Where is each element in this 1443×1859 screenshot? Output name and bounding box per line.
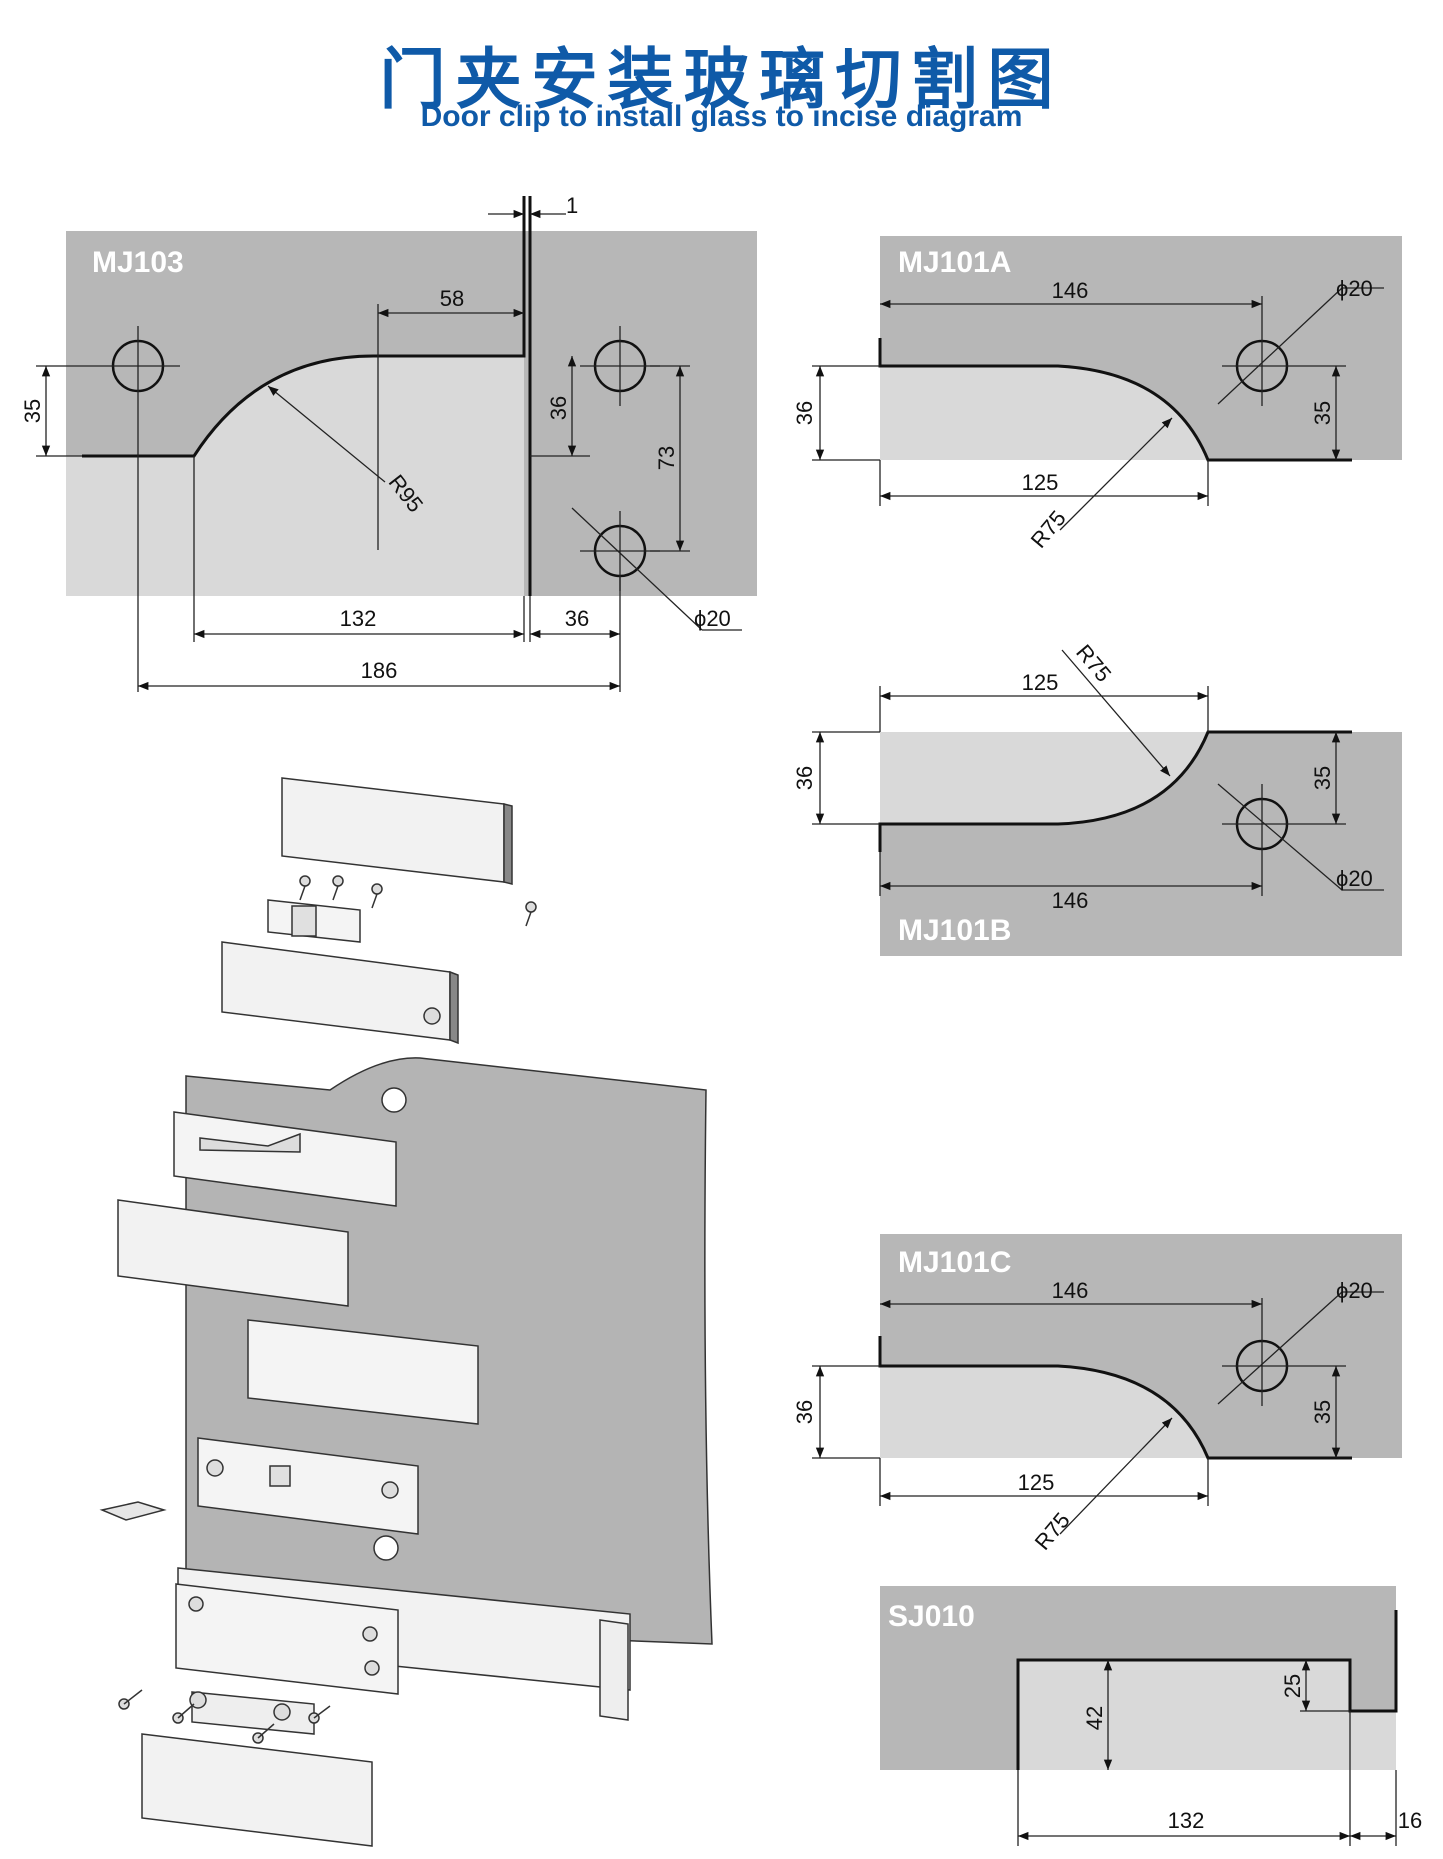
mj103-dim-186: 186 — [361, 658, 398, 683]
mj101c-dim-146: 146 — [1052, 1278, 1089, 1303]
mj103-dim-35: 35 — [20, 399, 45, 423]
mj101a-dim-125: 125 — [1022, 470, 1059, 495]
mj103-cut-line — [82, 196, 526, 458]
mj103-label: MJ103 — [92, 246, 184, 279]
mj101a-dim-36: 36 — [792, 401, 817, 425]
mj103-dim-58: 58 — [440, 286, 464, 311]
mj103-dim-132: 132 — [340, 606, 377, 631]
mj103-dim-36: 36 — [546, 396, 571, 420]
page-title-chinese: 门夹安装玻璃切割图 — [379, 41, 1064, 118]
mj101b-label: MJ101B — [898, 914, 1011, 947]
mj101b-dim-125: 125 — [1022, 670, 1059, 695]
mj101b-dim-35: 35 — [1310, 766, 1335, 790]
door-clip-exploded-assembly-icon — [99, 777, 713, 1847]
mj101b-cut-line — [878, 730, 1352, 852]
sj010-cut-line — [1016, 1610, 1398, 1770]
mj103-dim-73: 73 — [654, 446, 679, 470]
mj101a-dim-35: 35 — [1310, 401, 1335, 425]
mj101c-panel: MJ101C 146 ϕ20 36 35 125 R75 — [792, 1234, 1402, 1555]
mj101b-dim-radius: R75 — [1071, 640, 1116, 687]
mj101a-panel: MJ101A 146 ϕ20 36 35 125 R75 — [792, 236, 1402, 553]
sj010-label: SJ010 — [888, 1600, 975, 1633]
mj101c-label: MJ101C — [898, 1246, 1011, 1279]
sj010-dim-132: 132 — [1168, 1808, 1205, 1833]
mj103-dim-hole: ϕ20 — [694, 606, 731, 631]
mj101a-dim-146: 146 — [1052, 278, 1089, 303]
sj010-dim-25: 25 — [1280, 1674, 1305, 1698]
mj101b-dim-36: 36 — [792, 766, 817, 790]
sj010-dim-16: 16 — [1398, 1808, 1422, 1833]
mj101a-dim-hole: ϕ20 — [1336, 276, 1373, 301]
mj101b-dim-hole: ϕ20 — [1336, 866, 1373, 891]
mj103-glass-light — [66, 355, 524, 596]
page-title-english: Door clip to install glass to incise dia… — [420, 100, 1023, 133]
mj101c-cut-line — [878, 1336, 1352, 1460]
mj101a-cut-line — [878, 338, 1352, 462]
mj103-dim-36-bottom: 36 — [565, 606, 589, 631]
sj010-panel: SJ010 42 25 132 16 — [880, 1586, 1422, 1846]
mj101c-dim-radius: R75 — [1030, 1508, 1075, 1555]
mj101c-dim-36: 36 — [792, 1400, 817, 1424]
mj103-dim-gap: 1 — [566, 193, 578, 218]
mj101a-label: MJ101A — [898, 246, 1011, 279]
mj101c-dim-125: 125 — [1018, 1470, 1055, 1495]
mj101b-panel: MJ101B 125 R75 36 35 ϕ20 146 — [792, 640, 1402, 956]
mj103-panel: MJ103 1 58 35 36 73 R95 — [20, 193, 757, 692]
mj101c-dim-hole: ϕ20 — [1336, 1278, 1373, 1303]
mj101c-dim-35: 35 — [1310, 1400, 1335, 1424]
mj101a-dim-radius: R75 — [1026, 506, 1071, 553]
mj101b-dim-146: 146 — [1052, 888, 1089, 913]
sj010-dim-42: 42 — [1082, 1706, 1107, 1730]
